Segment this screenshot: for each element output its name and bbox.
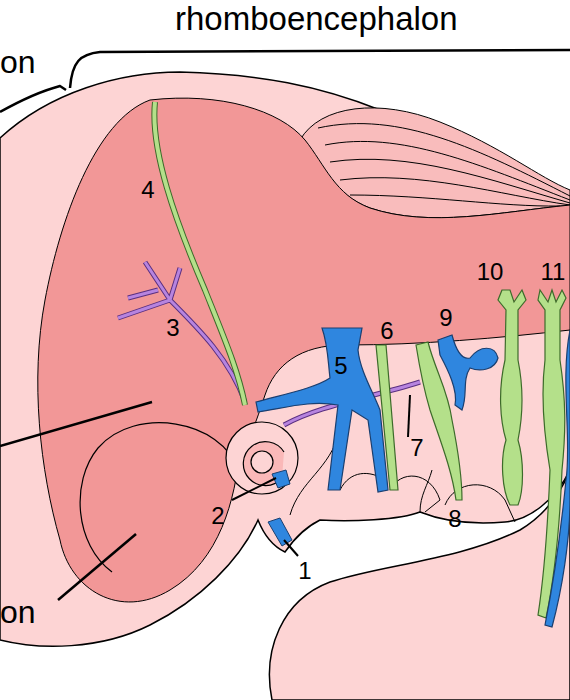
head-outline: [0, 72, 570, 646]
leader-line: [58, 534, 136, 600]
oculomotor-nerve: [118, 262, 245, 402]
region-label: rhomboencephalon: [175, 2, 458, 35]
trochlear-nerve: [154, 102, 245, 405]
callout-number: 11: [541, 260, 566, 284]
callout-number: 6: [380, 319, 393, 343]
leader-line: [0, 402, 152, 446]
trochlear-nerve: [154, 102, 245, 405]
callout-number: 4: [141, 178, 154, 202]
roof-line: [350, 195, 560, 206]
optic-vesicle: [226, 422, 298, 494]
callout-number: 2: [211, 504, 224, 528]
vagus-nerve: [498, 290, 526, 505]
olfactory-nerve: [268, 518, 292, 546]
callout-number: 3: [166, 316, 179, 340]
lens: [251, 451, 273, 473]
telencephalon-outline: [80, 423, 238, 572]
trigeminal-nerve: [256, 328, 388, 492]
leader-line: [284, 540, 298, 556]
brain: [38, 98, 570, 602]
region-label: on: [0, 46, 36, 78]
roof-line: [325, 141, 570, 200]
pharyngeal-cleft: [420, 470, 432, 512]
hypoglossal-nerve: [545, 330, 570, 627]
roof-line: [340, 178, 570, 205]
leader-line: [408, 395, 410, 437]
region-label: on: [0, 596, 36, 628]
callout-number: 5: [334, 354, 347, 378]
glossopharyngeal-nerve: [416, 342, 462, 500]
facial-nerve: [376, 345, 398, 490]
roof-line: [330, 159, 570, 203]
callout-number: 7: [410, 436, 423, 460]
callout-number: 10: [477, 260, 504, 284]
oculomotor-nerve: [118, 262, 245, 402]
pharyngeal-arch: [290, 430, 515, 522]
callout-number: 1: [298, 559, 311, 583]
leader-line: [232, 478, 276, 500]
callout-number: 9: [439, 306, 452, 330]
callout-number: 8: [448, 507, 461, 531]
